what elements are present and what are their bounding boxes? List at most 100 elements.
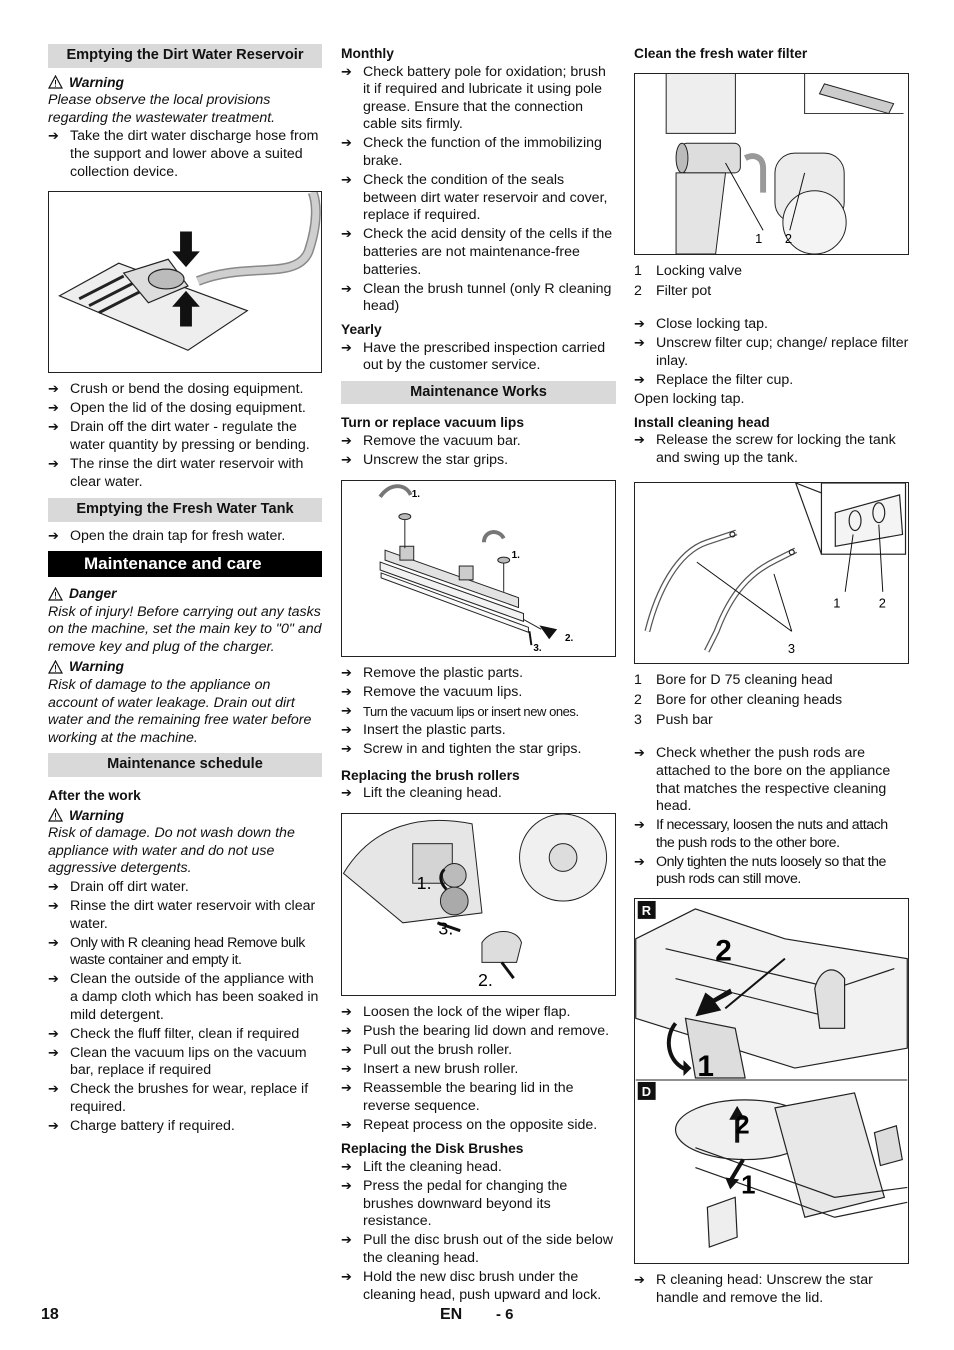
subheading-fresh-water-filter: Clean the fresh water filter bbox=[634, 46, 808, 61]
fig-label: 2 bbox=[715, 935, 732, 968]
figure-fresh-water-filter: 1 2 bbox=[634, 72, 909, 255]
step-item: Drain off dirt water. bbox=[48, 879, 322, 897]
step-list: Loosen the lock of the wiper flap. Push … bbox=[341, 1004, 616, 1135]
figure-push-bars: 1 2 3 bbox=[634, 481, 909, 664]
figure-vacuum-lips: 1. 1. 2. 3. bbox=[341, 479, 616, 657]
step-item: Open the lid of the dosing equipment. bbox=[48, 400, 322, 418]
step-list: Release the screw for locking the tank a… bbox=[634, 432, 909, 467]
column-2: Monthly Check battery pole for oxidation… bbox=[341, 44, 616, 1306]
step-item: Close locking tap. bbox=[634, 316, 909, 334]
step-item: Check battery pole for oxidation; brush … bbox=[341, 64, 616, 134]
step-item: Check the acid density of the cells if t… bbox=[341, 226, 616, 279]
step-item: Only tighten the nuts loosely so that th… bbox=[634, 854, 909, 889]
subheading-after-work: After the work bbox=[48, 787, 141, 803]
push-bar-illustration: 1 2 3 bbox=[644, 482, 907, 656]
fig-label: 2. bbox=[478, 970, 493, 990]
step-item: Check the condition of the seals between… bbox=[341, 172, 616, 225]
step-item: Insert a new brush roller. bbox=[341, 1061, 616, 1079]
warning-text: Please observe the local provisions rega… bbox=[48, 92, 276, 126]
section-heading-fresh-water: Emptying the Fresh Water Tank bbox=[48, 498, 322, 522]
sub-page-number: - 6 bbox=[496, 1306, 514, 1323]
step-item: Pull out the brush roller. bbox=[341, 1042, 616, 1060]
subheading-monthly: Monthly bbox=[341, 46, 394, 61]
step-list: Check battery pole for oxidation; brush … bbox=[341, 64, 616, 316]
fig-label: 2. bbox=[565, 633, 573, 644]
brush-roller-illustration: 1. 3. 2. bbox=[342, 813, 608, 990]
step-list: Close locking tap. Unscrew filter cup; c… bbox=[634, 316, 909, 389]
subheading-install-cleaning-head: Install cleaning head bbox=[634, 414, 770, 430]
danger-icon bbox=[48, 586, 63, 601]
step-item: Have the prescribed inspection carried o… bbox=[341, 340, 616, 375]
step-item: Press the pedal for changing the brushes… bbox=[341, 1178, 616, 1231]
warning-icon bbox=[48, 808, 63, 822]
warning-label: Warning bbox=[48, 658, 322, 676]
step-item: Replace the filter cup. bbox=[634, 372, 909, 390]
figure-r-d-cleaning-heads: R D 2 1 2 1 bbox=[634, 898, 909, 1265]
fig-label: 1 bbox=[833, 595, 840, 610]
step-item: Loosen the lock of the wiper flap. bbox=[341, 1004, 616, 1022]
dirt-hose-illustration bbox=[58, 192, 321, 352]
step-item: Insert the plastic parts. bbox=[341, 722, 616, 740]
step-item: Open the drain tap for fresh water. bbox=[48, 528, 322, 546]
fig-label: 1 bbox=[741, 1171, 755, 1199]
step-item: Pull the disc brush out of the side belo… bbox=[341, 1232, 616, 1267]
chapter-heading-maintenance: Maintenance and care bbox=[48, 551, 322, 577]
step-item: Check the brushes for wear, replace if r… bbox=[48, 1081, 322, 1116]
cleaning-head-illustration: R D 2 1 2 1 bbox=[635, 901, 908, 1248]
figure-brush-rollers: 1. 3. 2. bbox=[341, 812, 616, 996]
step-item: Drain off the dirt water - regulate the … bbox=[48, 419, 322, 454]
subheading-disk-brushes: Replacing the Disk Brushes bbox=[341, 1141, 524, 1157]
step-item: Take the dirt water discharge hose from … bbox=[48, 128, 322, 181]
fig-label: 1 bbox=[755, 231, 762, 246]
step-item: Only with R cleaning head Remove bulk wa… bbox=[48, 935, 322, 970]
step-item: Lift the cleaning head. bbox=[341, 785, 616, 803]
section-heading-schedule: Maintenance schedule bbox=[48, 753, 322, 777]
step-list: Have the prescribed inspection carried o… bbox=[341, 340, 616, 375]
fig-label: 1. bbox=[512, 550, 520, 561]
step-item: Hold the new disc brush under the cleani… bbox=[341, 1269, 616, 1304]
step-item: Release the screw for locking the tank a… bbox=[634, 432, 909, 467]
step-item: Reassemble the bearing lid in the revers… bbox=[341, 1080, 616, 1115]
step-item: Turn the vacuum lips or insert new ones. bbox=[341, 703, 616, 721]
step-item: Screw in and tighten the star grips. bbox=[341, 741, 616, 759]
warning-icon bbox=[48, 660, 63, 674]
step-list: Check whether the push rods are attached… bbox=[634, 745, 909, 889]
subheading-brush-rollers: Replacing the brush rollers bbox=[341, 767, 520, 783]
step-list: Open the drain tap for fresh water. bbox=[48, 528, 322, 546]
step-item: Clean the brush tunnel (only R cleaning … bbox=[341, 281, 616, 316]
fig-label: 3 bbox=[788, 641, 795, 656]
step-item: Unscrew filter cup; change/ replace filt… bbox=[634, 335, 909, 370]
step-item: R cleaning head: Unscrew the star handle… bbox=[634, 1272, 909, 1307]
warning-text: Risk of damage. Do not wash down the app… bbox=[48, 825, 295, 877]
warning-label: Warning bbox=[48, 807, 322, 825]
step-item: Repeat process on the opposite side. bbox=[341, 1117, 616, 1135]
step-list: Take the dirt water discharge hose from … bbox=[48, 128, 322, 181]
danger-text: Risk of injury! Before carrying out any … bbox=[48, 603, 322, 655]
figure-dirt-water-hose bbox=[48, 191, 322, 374]
language-code: EN bbox=[440, 1306, 463, 1323]
step-list: Remove the vacuum bar. Unscrew the star … bbox=[341, 433, 616, 470]
step-item: Lift the cleaning head. bbox=[341, 1159, 616, 1177]
page-number: 18 bbox=[41, 1306, 59, 1323]
danger-label: Danger bbox=[48, 585, 322, 603]
step-list: Lift the cleaning head. bbox=[341, 785, 616, 803]
fig-label: 3. bbox=[533, 643, 541, 654]
subheading-vacuum-lips: Turn or replace vacuum lips bbox=[341, 415, 524, 431]
step-item: The rinse the dirt water reservoir with … bbox=[48, 456, 322, 491]
section-heading-dirt-water: Emptying the Dirt Water Reservoir bbox=[48, 44, 322, 68]
step-list: R cleaning head: Unscrew the star handle… bbox=[634, 1272, 909, 1307]
body-text: Open locking tap. bbox=[634, 391, 745, 408]
fig-label: D bbox=[642, 1084, 651, 1099]
fig-label: 2 bbox=[735, 1112, 749, 1140]
warning-text: Risk of damage to the appliance on accou… bbox=[48, 676, 312, 746]
column-1: Emptying the Dirt Water Reservoir Warnin… bbox=[48, 44, 322, 1137]
vacuum-bar-illustration: 1. 1. 2. 3. bbox=[378, 483, 574, 654]
fig-label: 1 bbox=[697, 1050, 714, 1083]
